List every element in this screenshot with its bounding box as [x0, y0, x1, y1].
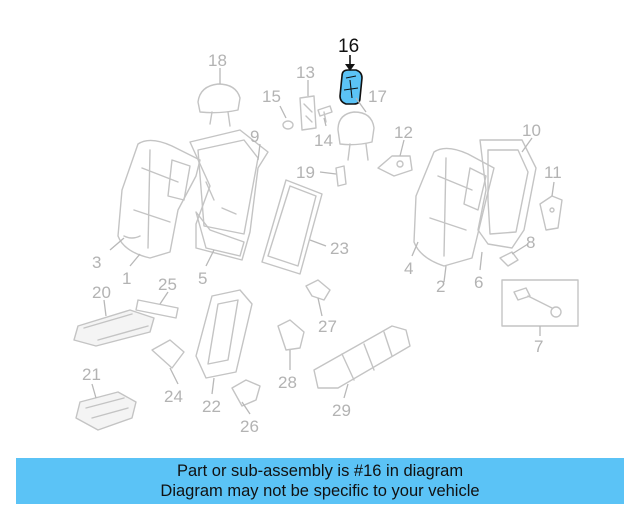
part-13-bracket — [299, 95, 317, 131]
part-7-hardware-box — [501, 279, 579, 327]
callout-28: 28 — [278, 373, 297, 392]
callout-19: 19 — [296, 163, 315, 182]
part-15-washer — [282, 120, 294, 130]
part-10-frame-right — [477, 139, 537, 249]
callout-25: 25 — [158, 275, 177, 294]
callout-4: 4 — [404, 259, 413, 278]
part-17-headrest — [337, 111, 375, 161]
leader-lines — [91, 55, 555, 415]
callout-10: 10 — [522, 121, 541, 140]
part-21-base — [75, 391, 137, 431]
part-9-frame-left — [189, 129, 269, 261]
part-12-latch — [377, 155, 413, 177]
part-11-bracket — [539, 195, 563, 231]
callout-29: 29 — [332, 401, 351, 420]
callout-27: 27 — [318, 317, 337, 336]
callout-7: 7 — [534, 337, 543, 356]
part-1-seatback-left — [117, 139, 201, 259]
callout-labels: 18 16 13 17 15 14 12 10 9 19 11 8 23 3 1… — [82, 36, 562, 436]
part-26-bracket — [231, 379, 261, 407]
callout-9: 9 — [250, 127, 259, 146]
part-14-bolt — [317, 105, 333, 123]
callout-22: 22 — [202, 397, 221, 416]
info-banner: Part or sub-assembly is #16 in diagram D… — [16, 458, 624, 504]
part-19-pin — [335, 165, 347, 187]
part-16-highlighted[interactable] — [339, 69, 363, 105]
callout-8: 8 — [526, 233, 535, 252]
callout-12: 12 — [394, 123, 413, 142]
callout-6: 6 — [474, 273, 483, 292]
part-23-panel — [261, 179, 323, 275]
callout-17: 17 — [368, 87, 387, 106]
part-20-cushion — [73, 309, 155, 347]
part-8-clip — [499, 251, 519, 267]
part-28-bracket — [277, 319, 305, 351]
part-18-headrest — [197, 83, 241, 127]
callout-16-highlighted: 16 — [338, 36, 359, 57]
part-2-seatback-right — [413, 147, 495, 267]
callout-3: 3 — [92, 253, 101, 272]
callout-2: 2 — [436, 277, 445, 296]
callout-13: 13 — [296, 63, 315, 82]
callout-26: 26 — [240, 417, 259, 436]
callout-21: 21 — [82, 365, 101, 384]
callout-15: 15 — [262, 87, 281, 106]
callout-23: 23 — [330, 239, 349, 258]
part-29-armrest — [313, 325, 411, 389]
banner-line-part: Part or sub-assembly is #16 in diagram — [176, 462, 464, 480]
callout-24: 24 — [164, 387, 183, 406]
callout-14: 14 — [314, 131, 333, 150]
part-5-frame — [195, 211, 245, 257]
callout-11: 11 — [544, 163, 562, 182]
callout-20: 20 — [92, 283, 111, 302]
part-24-cover — [151, 339, 185, 369]
part-25-strip — [135, 299, 179, 319]
part-22-bolster — [195, 289, 253, 379]
callout-5: 5 — [198, 269, 207, 288]
banner-line-disclaimer: Diagram may not be specific to your vehi… — [160, 482, 480, 500]
callout-18: 18 — [208, 51, 227, 70]
callout-1: 1 — [122, 269, 131, 288]
part-27-bracket — [305, 279, 331, 301]
